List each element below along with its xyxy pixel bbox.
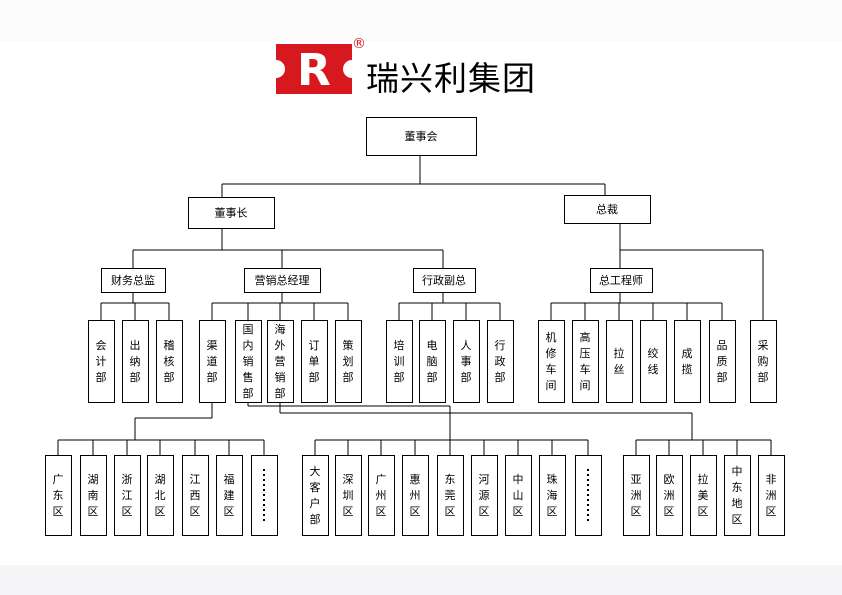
region-overseas-0-box (623, 455, 650, 536)
bottom-band (0, 565, 842, 595)
dept-admin-0-box (386, 320, 413, 403)
registered-mark: ® (352, 36, 366, 52)
dept-engineering-1-box (572, 320, 599, 403)
dept-purchasing-label: 采购部 (758, 339, 769, 384)
region-overseas-3-box (724, 455, 751, 536)
admin-vp-label: 行政副总 (422, 273, 466, 287)
marketing-gm-box (244, 268, 321, 293)
dept-marketing-4-box (335, 320, 362, 403)
region-domestic-1-box (335, 455, 362, 536)
dept-finance-0-label: 会计部 (96, 339, 107, 384)
region-overseas-1-box (656, 455, 683, 536)
region-channel-1-label: 湖南区 (88, 473, 99, 518)
region-domestic-6-box (505, 455, 532, 536)
president-box (564, 195, 651, 224)
region-channel-1-box (80, 455, 107, 536)
region-channel-3-label: 湖北区 (155, 473, 166, 518)
dept-admin-2-label: 人事部 (461, 339, 472, 384)
dept-admin-3-box (487, 320, 514, 403)
president-label: 总裁 (596, 202, 618, 216)
dept-engineering-0-label: 机修车间 (546, 330, 557, 392)
region-channel-2-label: 浙江区 (122, 473, 133, 518)
region-channel-0-label: 广东区 (53, 473, 64, 518)
dept-engineering-2-box (606, 320, 633, 403)
region-channel-0-box (45, 455, 72, 536)
region-channel-4-box (182, 455, 209, 536)
svg-text:R: R (297, 45, 331, 94)
top-band (0, 0, 842, 42)
region-overseas-4-label: 非洲区 (766, 473, 777, 518)
region-domestic-5-box (471, 455, 498, 536)
region-overseas-3-label: 中东地区 (732, 465, 743, 526)
dept-admin-1-label: 电脑部 (427, 339, 438, 384)
finance-director-label: 财务总监 (111, 273, 155, 287)
dept-marketing-1-label: 国内销售部 (243, 323, 254, 400)
region-channel-2-box (114, 455, 141, 536)
dept-finance-0-box (88, 320, 115, 403)
region-overseas-1-label: 欧洲区 (664, 473, 675, 518)
dept-engineering-3-label: 绞线 (648, 346, 659, 376)
chief-engineer-label: 总工程师 (599, 273, 643, 287)
dept-marketing-2-box (267, 320, 294, 403)
dept-marketing-2-label: 海外营销部 (275, 322, 286, 400)
dept-engineering-1-label: 高压车间 (580, 330, 591, 392)
dept-engineering-5-box (709, 320, 736, 403)
dept-finance-2-label: 稽核部 (164, 338, 175, 384)
region-domestic-2-box (368, 455, 395, 536)
region-channel-4-label: 江西区 (190, 473, 201, 518)
board-label: 董事会 (405, 130, 438, 143)
region-overseas-4-box (758, 455, 785, 536)
region-domestic-3-label: 惠州区 (410, 472, 421, 518)
dept-admin-2-box (453, 320, 480, 403)
logo-r-icon: R (276, 44, 352, 94)
region-domestic-0-label: 大客户部 (310, 464, 321, 526)
region-domestic-4-box (437, 455, 464, 536)
region-domestic-6-label: 中山区 (513, 473, 524, 518)
region-domestic-2-label: 广州区 (376, 473, 387, 518)
dept-engineering-3-box (640, 320, 667, 403)
dept-marketing-3-box (301, 320, 328, 403)
chairman-box (188, 197, 275, 229)
board-box (366, 117, 477, 156)
dept-admin-1-box (419, 320, 446, 403)
region-domestic-3-box (402, 455, 429, 536)
chief-engineer-box (590, 268, 653, 293)
region-domestic-4-label: 东莞区 (445, 473, 456, 518)
region-channel-5-box (216, 455, 243, 536)
dept-engineering-5-label: 品质部 (717, 339, 728, 384)
dept-finance-2-box (156, 320, 183, 403)
dept-marketing-4-label: 策划部 (343, 338, 354, 384)
dept-marketing-0-box (199, 320, 226, 403)
region-channel-5-label: 福建区 (224, 472, 235, 518)
region-domestic-0-box (302, 455, 329, 536)
dept-engineering-0-box (538, 320, 565, 403)
marketing-gm-label: 营销总经理 (255, 273, 310, 287)
chairman-label: 董事长 (215, 207, 248, 220)
region-domestic-7-label: 珠海区 (547, 472, 558, 518)
region-overseas-2-label: 拉美区 (698, 472, 709, 518)
dept-engineering-2-label: 拉丝 (614, 346, 625, 376)
dept-engineering-4-box (674, 320, 701, 403)
dept-marketing-1-box (235, 320, 262, 403)
finance-director-box (101, 268, 166, 293)
admin-vp-box (413, 268, 476, 293)
dept-marketing-0-label: 渠道部 (207, 339, 218, 384)
region-domestic-5-label: 河源区 (479, 473, 490, 518)
dept-purchasing-box (750, 320, 777, 403)
region-overseas-2-box (690, 455, 717, 536)
company-name: 瑞兴利集团 (366, 59, 536, 98)
dept-admin-3-label: 行政部 (495, 339, 506, 384)
dept-engineering-4-label: 成揽 (682, 347, 693, 376)
region-domestic-7-box (539, 455, 566, 536)
dept-finance-1-box (122, 320, 149, 403)
region-domestic-1-label: 深圳区 (343, 473, 354, 518)
dept-admin-0-label: 培训部 (394, 338, 405, 384)
region-overseas-0-label: 亚洲区 (631, 473, 642, 518)
dept-marketing-3-label: 订单部 (309, 339, 320, 384)
dept-finance-1-label: 出纳部 (130, 338, 141, 384)
region-channel-3-box (147, 455, 174, 536)
